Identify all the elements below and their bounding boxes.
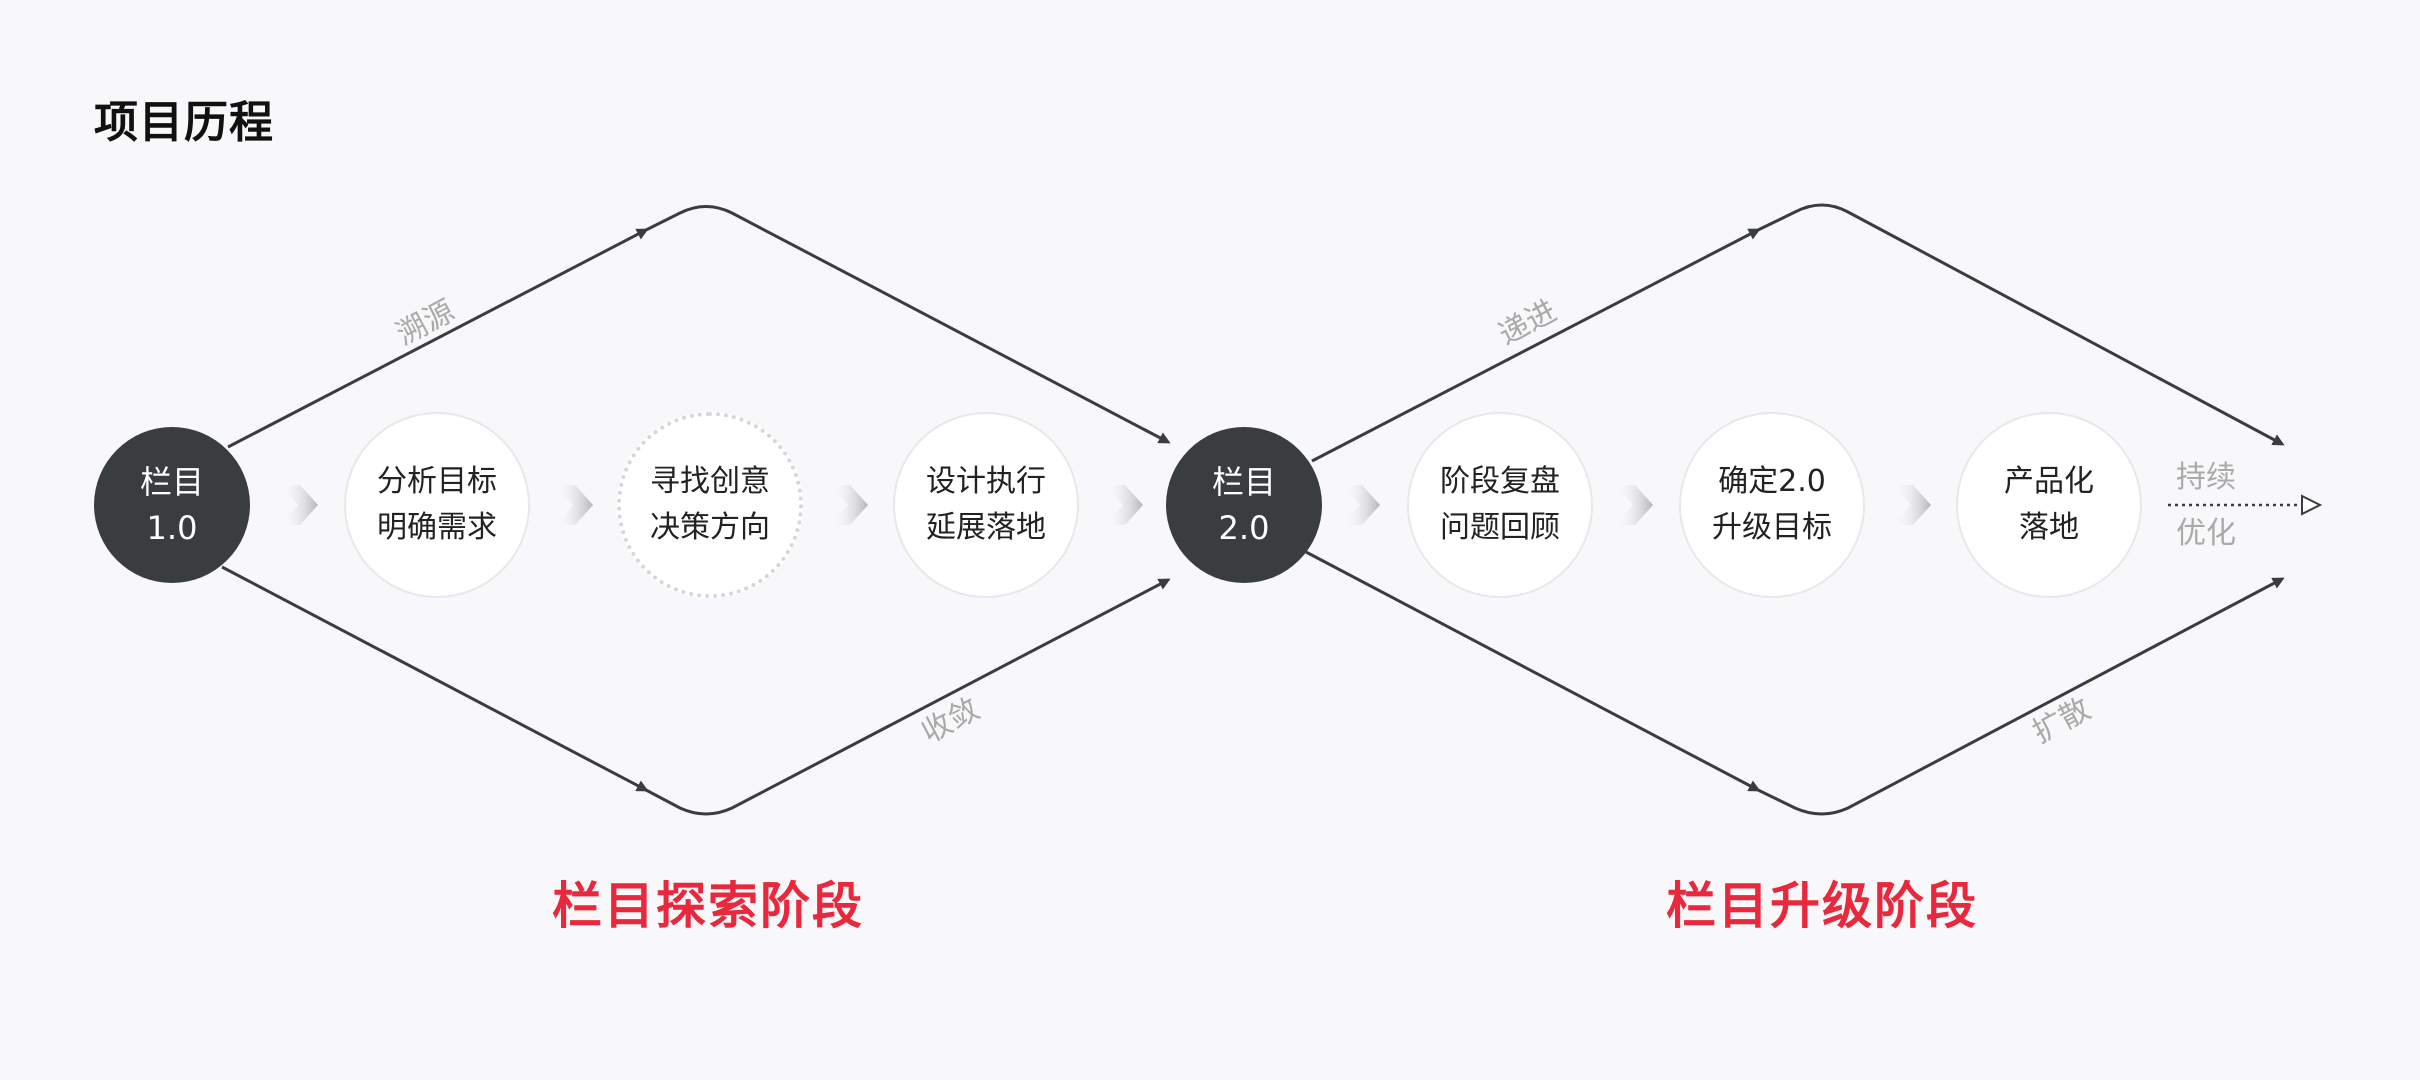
step-node: 寻找创意 决策方向 <box>617 412 803 598</box>
phase-title-upgrade: 栏目升级阶段 <box>1666 877 1978 935</box>
page-title: 项目历程 <box>94 97 274 148</box>
step-line2: 明确需求 <box>377 510 497 545</box>
chevron-icon <box>1615 485 1653 525</box>
step-node: 分析目标 明确需求 <box>344 412 530 598</box>
version-node-1: 栏目 1.0 <box>94 427 250 583</box>
right-diamond-upper <box>1311 203 2285 463</box>
step-line1: 寻找创意 <box>650 464 770 499</box>
step-line1: 产品化 <box>2004 464 2094 499</box>
step-node: 阶段复盘 问题回顾 <box>1407 412 1593 598</box>
node-line1: 栏目 <box>1211 463 1276 501</box>
step-line2: 问题回顾 <box>1440 510 1560 545</box>
version-node-2: 栏目 2.0 <box>1166 427 1322 583</box>
chevron-icon <box>830 485 868 525</box>
step-line1: 分析目标 <box>377 464 497 499</box>
step-line1: 阶段复盘 <box>1440 464 1560 499</box>
chevron-icon <box>280 485 318 525</box>
node-line2: 2.0 <box>1218 509 1270 547</box>
continue-label: 持续 优化 <box>2176 450 2236 562</box>
step-line2: 升级目标 <box>1712 510 1832 545</box>
step-node: 产品化 落地 <box>1956 412 2142 598</box>
continue-arrow <box>2168 494 2323 516</box>
chevron-icon <box>1893 485 1931 525</box>
step-line2: 落地 <box>2019 510 2079 545</box>
step-node: 设计执行 延展落地 <box>893 412 1079 598</box>
right-diamond-lower <box>1305 550 2285 816</box>
node-line2: 1.0 <box>146 509 198 547</box>
left-diamond-upper <box>227 205 1171 449</box>
chevron-icon <box>1105 485 1143 525</box>
continue-line2: 优化 <box>2176 516 2236 551</box>
step-line1: 确定2.0 <box>1718 464 1826 499</box>
left-diamond-lower <box>221 565 1171 816</box>
step-line2: 决策方向 <box>650 510 770 545</box>
step-line2: 延展落地 <box>926 510 1046 545</box>
node-line1: 栏目 <box>139 463 204 501</box>
chevron-icon <box>555 485 593 525</box>
step-line1: 设计执行 <box>926 464 1046 499</box>
step-node: 确定2.0 升级目标 <box>1679 412 1865 598</box>
phase-title-explore: 栏目探索阶段 <box>552 877 864 935</box>
chevron-icon <box>1342 485 1380 525</box>
continue-line1: 持续 <box>2176 460 2236 495</box>
